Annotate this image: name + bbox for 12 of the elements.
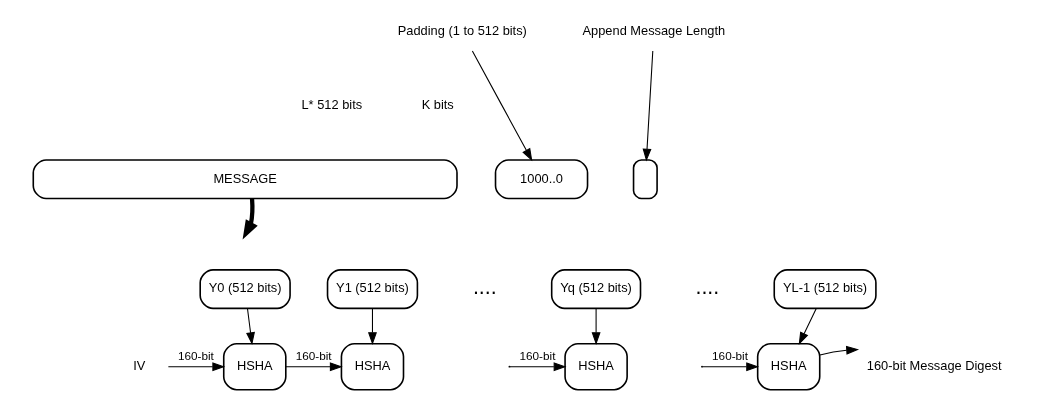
edge-label: 160-bit: [295, 349, 332, 363]
label: ....: [695, 275, 720, 300]
label: K bits: [421, 96, 454, 112]
node-text: IV: [133, 358, 146, 374]
node-text: 160-bit Message Digest: [866, 358, 1002, 374]
node-text: Append Message Length: [582, 22, 726, 38]
edge-label: 160-bit: [177, 349, 214, 363]
label: ....: [472, 275, 497, 300]
edge-label: 160-bit: [519, 349, 556, 363]
label: L* 512 bits: [301, 96, 363, 112]
edge-label: 160-bit: [712, 349, 749, 363]
node-text: Padding (1 to 512 bits): [397, 22, 527, 38]
